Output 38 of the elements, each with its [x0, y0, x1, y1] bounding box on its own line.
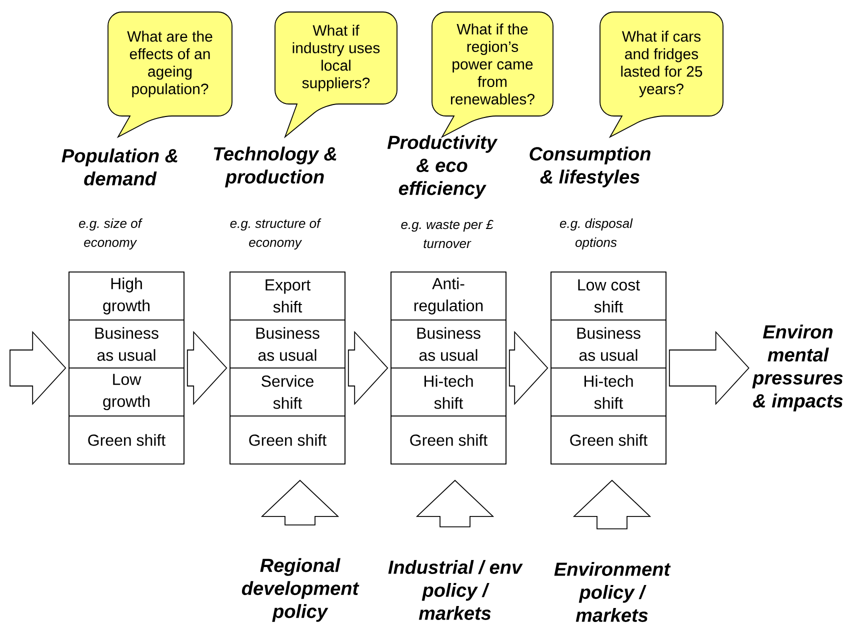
option-box: Service shift	[230, 368, 346, 416]
block-arrow	[348, 330, 388, 406]
option-box: Hi-tech shift	[390, 368, 506, 416]
option-box: Hi-tech shift	[550, 368, 666, 416]
example-note: e.g. disposal options	[560, 218, 633, 250]
speech-bubble: What are the effects of an ageing population?	[108, 12, 232, 138]
speech-bubble: What if cars and fridges lasted for 25 years?	[600, 12, 724, 138]
policy-label: Environment policy / markets	[554, 562, 671, 622]
block-arrow	[186, 330, 228, 406]
block-arrow	[416, 480, 494, 528]
policy-label: Regional development policy	[242, 558, 360, 622]
column-heading: Technology & production	[214, 146, 336, 188]
example-note: e.g. waste per £ turnover	[401, 220, 494, 248]
block-arrow	[572, 480, 652, 530]
block-arrow	[508, 330, 548, 406]
column-heading: Population & demand	[62, 148, 178, 186]
outcome-label: Environ mental pressures & impacts	[752, 324, 843, 412]
option-box: Anti-regulation	[390, 272, 506, 320]
option-box: Green shift	[550, 416, 666, 464]
column-heading: Productivity & eco efficiency	[387, 135, 498, 199]
block-arrow	[10, 330, 66, 406]
example-note: e.g. structure of economy	[230, 218, 322, 250]
block-arrow	[668, 330, 750, 406]
option-box: Low cost shift	[550, 272, 666, 320]
option-box: Export shift	[230, 272, 346, 320]
option-box: High growth	[68, 272, 184, 320]
option-box: Green shift	[68, 416, 184, 464]
option-box: Green shift	[390, 416, 506, 464]
policy-label: Industrial / env policy / markets	[388, 560, 523, 620]
option-box: Business as usual	[550, 320, 666, 368]
example-note: e.g. size of economy	[79, 218, 143, 250]
option-box: Business as usual	[390, 320, 506, 368]
option-box: Low growth	[68, 368, 184, 416]
block-arrow	[260, 480, 340, 526]
option-box: Business as usual	[68, 320, 184, 368]
option-box: Green shift	[230, 416, 346, 464]
option-box: Business as usual	[230, 320, 346, 368]
column-heading: Consumption & lifestyles	[530, 146, 650, 188]
